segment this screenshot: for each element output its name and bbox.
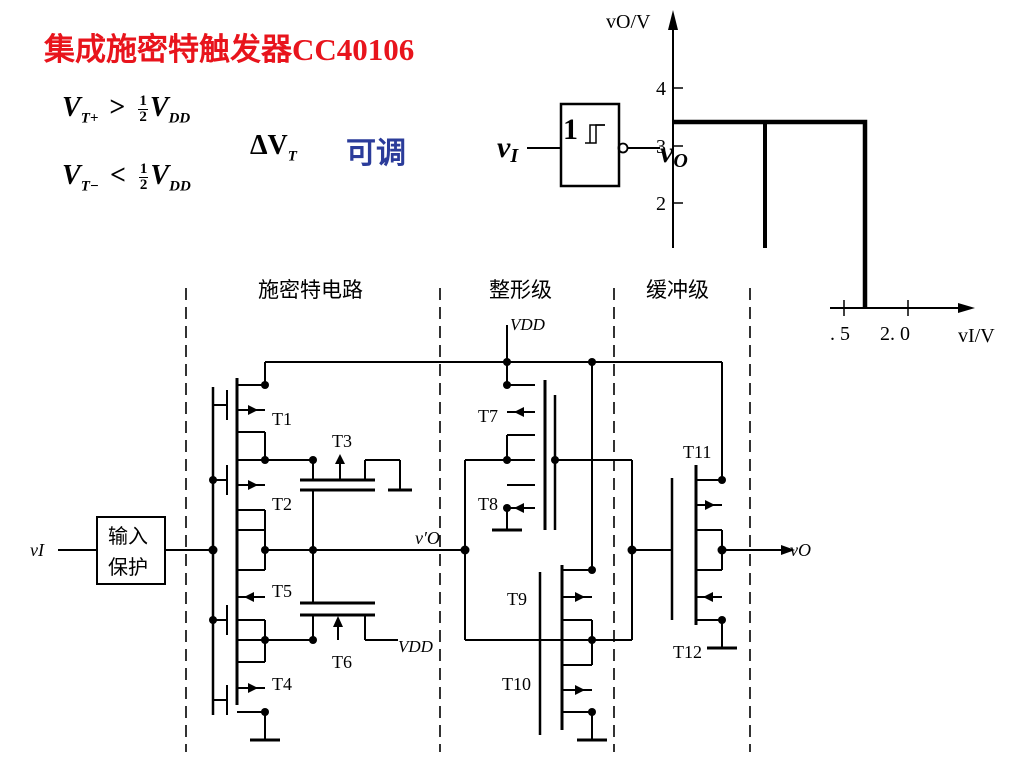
section-shaping-label: 整形级: [489, 278, 552, 302]
input-block-line1: 输入: [108, 525, 148, 548]
circuit-output-label: vO: [790, 540, 811, 560]
label-t12: T12: [673, 642, 702, 662]
label-t2: T2: [272, 494, 292, 514]
vdd-top-label: VDD: [510, 315, 546, 334]
adjustable-label: 可调: [346, 136, 406, 171]
label-t1: T1: [272, 409, 292, 429]
plot-xtick-2: 2. 0: [880, 323, 910, 345]
schmitt-stack: [213, 378, 465, 742]
schmitt-inverter-symbol: [527, 102, 660, 188]
transfer-plot: [672, 20, 960, 316]
plot-ytick-4: 4: [656, 78, 666, 100]
circuit-input-label: vI: [30, 540, 45, 560]
label-t3: T3: [332, 431, 352, 451]
formula-delta-vt: ΔVT: [250, 130, 297, 165]
plot-ytick-3: 3: [656, 136, 666, 158]
vdd-right-label: VDD: [398, 637, 434, 656]
section-dividers: [185, 288, 751, 752]
label-t7: T7: [478, 406, 498, 426]
input-block-line2: 保护: [108, 556, 148, 579]
plot-ytick-2: 2: [656, 193, 666, 215]
label-t11: T11: [683, 442, 711, 462]
section-buffer-label: 缓冲级: [646, 278, 709, 302]
label-t9: T9: [507, 589, 527, 609]
label-t8: T8: [478, 494, 498, 514]
plot-ylabel: vO/V: [606, 11, 651, 33]
symbol-output-label: vO: [660, 136, 688, 172]
section-schmitt-label: 施密特电路: [258, 278, 363, 302]
buffer-stack: [632, 465, 785, 650]
plot-xlabel: vI/V: [958, 325, 995, 347]
label-t4: T4: [272, 674, 292, 694]
mid-node-label: v′O: [415, 528, 440, 548]
label-t5: T5: [272, 581, 292, 601]
symbol-gate-label: 1: [563, 113, 578, 146]
symbol-input-label: vI: [497, 131, 519, 167]
plot-xtick-1: . 5: [830, 323, 850, 345]
label-t6: T6: [332, 652, 352, 672]
page-title: 集成施密特触发器CC40106: [44, 32, 415, 67]
label-t10: T10: [502, 674, 531, 694]
